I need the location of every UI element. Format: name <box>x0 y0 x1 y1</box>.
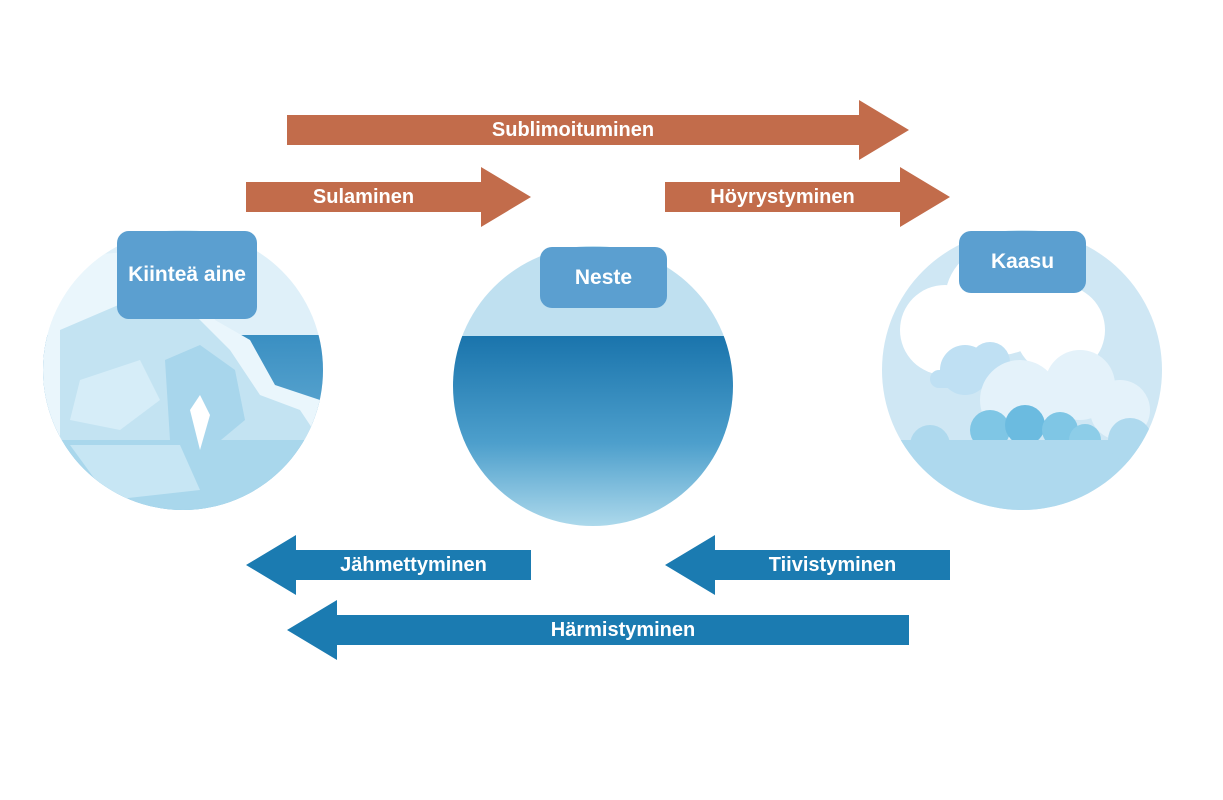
clouds-illustration <box>882 230 1162 510</box>
arrow-label-sublimation: Sublimoituminen <box>491 119 655 141</box>
arrow-label-solidification: Jähmettyminen <box>340 554 487 576</box>
arrow-label-vaporization: Höyrystyminen <box>710 186 855 208</box>
state-label-gas: Kaasu <box>959 231 1086 293</box>
arrow-label-condensation: Tiivistyminen <box>768 554 897 576</box>
arrow-label-deposition: Härmistyminen <box>550 619 696 641</box>
state-label-solid: Kiinteä aine <box>117 231 257 319</box>
state-label-liquid: Neste <box>540 247 667 308</box>
arrow-label-melting: Sulaminen <box>312 186 415 208</box>
